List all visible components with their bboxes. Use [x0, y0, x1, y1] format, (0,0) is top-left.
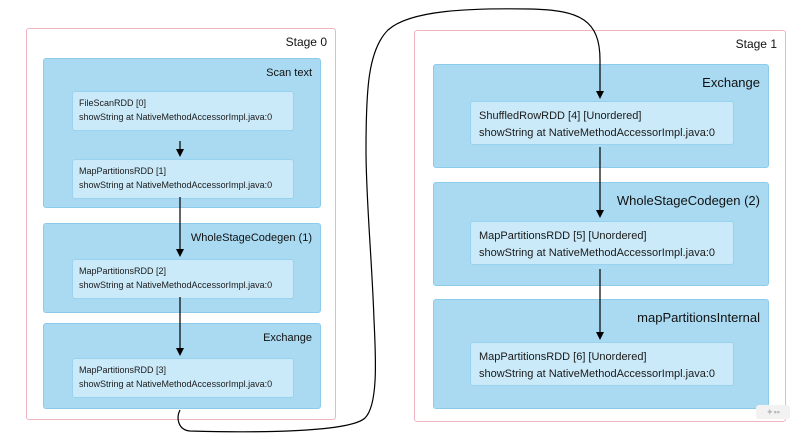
- rdd-callsite: showString at NativeMethodAccessorImpl.j…: [79, 280, 273, 290]
- stage-title: Stage 0: [285, 35, 327, 49]
- cluster-title: WholeStageCodegen (2): [616, 193, 760, 208]
- rdd-callsite: showString at NativeMethodAccessorImpl.j…: [79, 379, 273, 389]
- stage-title: Stage 1: [735, 37, 777, 51]
- rdd-name: MapPartitionsRDD [5] [Unordered]: [479, 230, 647, 242]
- rdd-name: ShuffledRowRDD [4] [Unordered]: [479, 110, 642, 122]
- cluster-exchange-stage-1[interactable]: Exchange ShuffledRowRDD [4] [Unordered] …: [433, 64, 769, 168]
- rdd-name: MapPartitionsRDD [1]: [79, 166, 167, 176]
- rdd-node-map-partitions-2[interactable]: MapPartitionsRDD [2] showString at Nativ…: [72, 259, 294, 299]
- rdd-callsite: showString at NativeMethodAccessorImpl.j…: [479, 368, 715, 380]
- stage-1-box: Stage 1 Exchange ShuffledRowRDD [4] [Uno…: [414, 30, 786, 422]
- rdd-name: FileScanRDD [0]: [79, 98, 147, 108]
- cluster-title: Scan text: [266, 67, 312, 79]
- rdd-node-file-scan-0[interactable]: FileScanRDD [0] showString at NativeMeth…: [72, 91, 294, 131]
- rdd-callsite: showString at NativeMethodAccessorImpl.j…: [479, 247, 715, 259]
- stage-0-box: Stage 0 Scan text FileScanRDD [0] showSt…: [26, 28, 336, 420]
- cluster-map-partitions-internal[interactable]: mapPartitionsInternal MapPartitionsRDD […: [433, 299, 769, 409]
- rdd-name: MapPartitionsRDD [2]: [79, 266, 167, 276]
- cluster-scan-text[interactable]: Scan text FileScanRDD [0] showString at …: [43, 58, 321, 208]
- cluster-title: mapPartitionsInternal: [637, 310, 760, 325]
- watermark-logo: ✦▪▪: [756, 405, 790, 419]
- rdd-node-map-partitions-6[interactable]: MapPartitionsRDD [6] [Unordered] showStr…: [470, 342, 734, 386]
- cluster-whole-stage-codegen-2[interactable]: WholeStageCodegen (2) MapPartitionsRDD […: [433, 182, 769, 286]
- rdd-name: MapPartitionsRDD [6] [Unordered]: [479, 351, 647, 363]
- rdd-node-map-partitions-1[interactable]: MapPartitionsRDD [1] showString at Nativ…: [72, 159, 294, 199]
- rdd-node-shuffled-row-4[interactable]: ShuffledRowRDD [4] [Unordered] showStrin…: [470, 101, 734, 145]
- rdd-callsite: showString at NativeMethodAccessorImpl.j…: [479, 127, 715, 139]
- rdd-node-map-partitions-3[interactable]: MapPartitionsRDD [3] showString at Nativ…: [72, 358, 294, 398]
- cluster-title: Exchange: [263, 332, 312, 344]
- cluster-whole-stage-codegen-1[interactable]: WholeStageCodegen (1) MapPartitionsRDD […: [43, 223, 321, 313]
- rdd-name: MapPartitionsRDD [3]: [79, 365, 167, 375]
- cluster-title: WholeStageCodegen (1): [190, 232, 312, 244]
- cluster-exchange-stage-0[interactable]: Exchange MapPartitionsRDD [3] showString…: [43, 323, 321, 409]
- cluster-title: Exchange: [702, 75, 760, 90]
- rdd-callsite: showString at NativeMethodAccessorImpl.j…: [79, 180, 273, 190]
- rdd-callsite: showString at NativeMethodAccessorImpl.j…: [79, 112, 273, 122]
- rdd-node-map-partitions-5[interactable]: MapPartitionsRDD [5] [Unordered] showStr…: [470, 221, 734, 265]
